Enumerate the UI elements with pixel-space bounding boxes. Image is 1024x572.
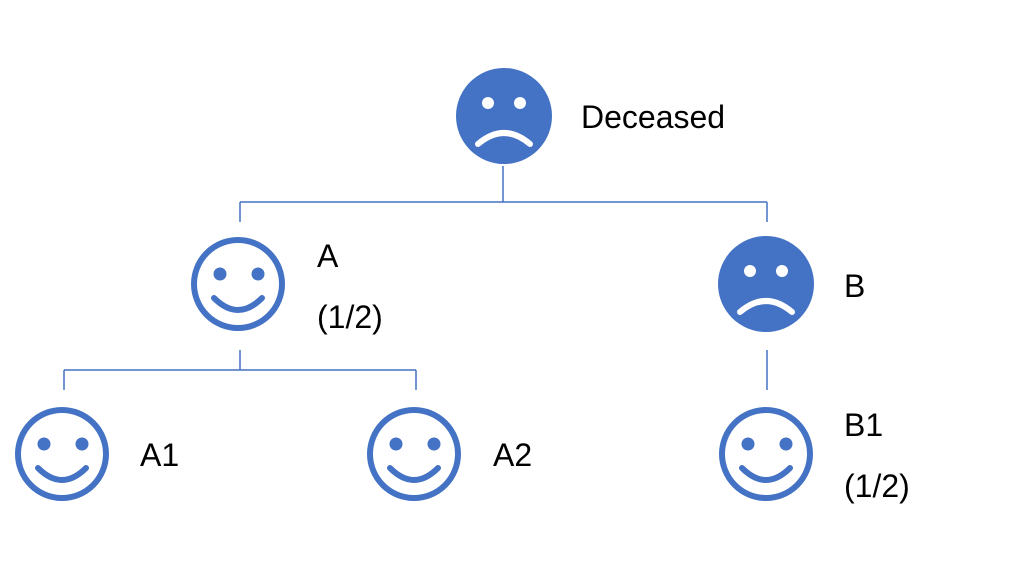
- b-sad-face-icon: [718, 236, 814, 332]
- b1-smiley-icon: [722, 410, 810, 498]
- connector-lines: [63, 166, 768, 390]
- a-label: A: [317, 238, 339, 274]
- b1-share-label: (1/2): [844, 468, 910, 504]
- b1-label: B1: [844, 407, 884, 443]
- a1-smiley-icon: [18, 410, 106, 498]
- deceased-sad-face-icon: [456, 68, 552, 164]
- a-share-label: (1/2): [317, 299, 383, 335]
- deceased-label: Deceased: [581, 99, 726, 135]
- b-label: B: [844, 268, 866, 304]
- a2-label: A2: [493, 437, 533, 473]
- a2-smiley-icon: [370, 410, 458, 498]
- a1-label: A1: [140, 437, 180, 473]
- a-smiley-icon: [194, 240, 282, 328]
